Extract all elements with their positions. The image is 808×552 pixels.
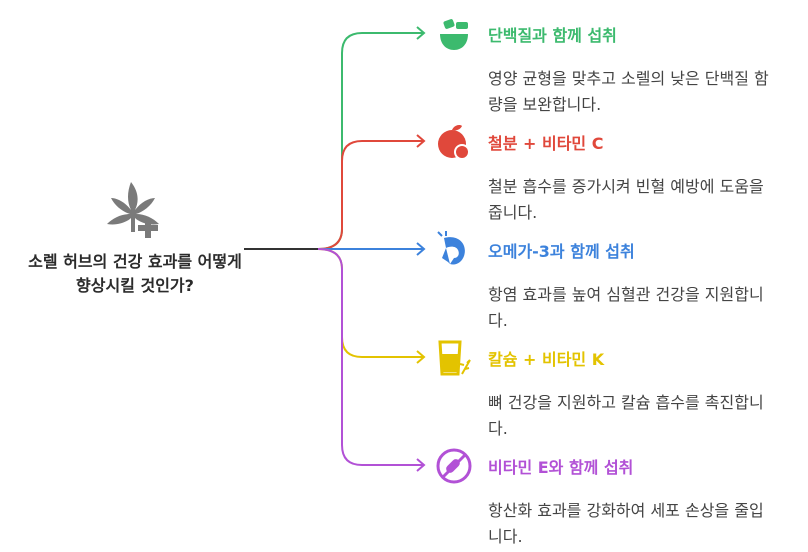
arrowhead-omega-3: [416, 242, 426, 256]
connector-iron-vitamin-c: [317, 140, 424, 250]
milk-glass-icon: [438, 340, 471, 376]
connector-vitamin-e: [317, 248, 424, 466]
central-question-title: 소렐 허브의 건강 효과를 어떻게 향상시킬 것인가?: [28, 252, 242, 295]
connector-calcium-vitamin-k: [317, 248, 424, 358]
branch-title-vitamin-e: 비타민 E와 함께 섭취: [488, 458, 634, 477]
branch-title-calcium-vitamin-k: 칼슘 + 비타민 K: [488, 350, 605, 369]
branch-desc-iron-vitamin-c: 철분 흡수를 증가시켜 빈혈 예방에 도움을 줍니다.: [488, 177, 764, 222]
branch-title-protein: 단백질과 함께 섭취: [488, 26, 617, 45]
arrowhead-protein: [416, 26, 426, 40]
branch-desc-vitamin-e: 항산화 효과를 강화하여 세포 손상을 줄입니다.: [488, 501, 764, 546]
branch-desc-protein: 영양 균형을 맞추고 소렐의 낮은 단백질 함량을 보완합니다.: [488, 69, 769, 114]
shrimp-icon: [437, 231, 465, 265]
branch-desc-calcium-vitamin-k: 뼈 건강을 지원하고 칼슘 흡수를 촉진합니다.: [488, 393, 764, 438]
arrowhead-vitamin-e: [416, 458, 426, 472]
protein-bowl-icon: [440, 19, 468, 50]
arrowhead-iron-vitamin-c: [416, 134, 426, 148]
no-pills-icon: [436, 448, 472, 484]
orange-fruit-icon: [438, 125, 470, 160]
cannabis-leaf-plus-icon: [107, 182, 159, 238]
arrowhead-calcium-vitamin-k: [416, 350, 426, 364]
branch-desc-omega-3: 항염 효과를 높여 심혈관 건강을 지원합니다.: [488, 285, 764, 330]
branch-title-iron-vitamin-c: 철분 + 비타민 C: [488, 134, 604, 153]
branch-title-omega-3: 오메가-3과 함께 섭취: [488, 242, 635, 261]
central-question: 소렐 허브의 건강 효과를 어떻게 향상시킬 것인가?: [20, 180, 250, 298]
